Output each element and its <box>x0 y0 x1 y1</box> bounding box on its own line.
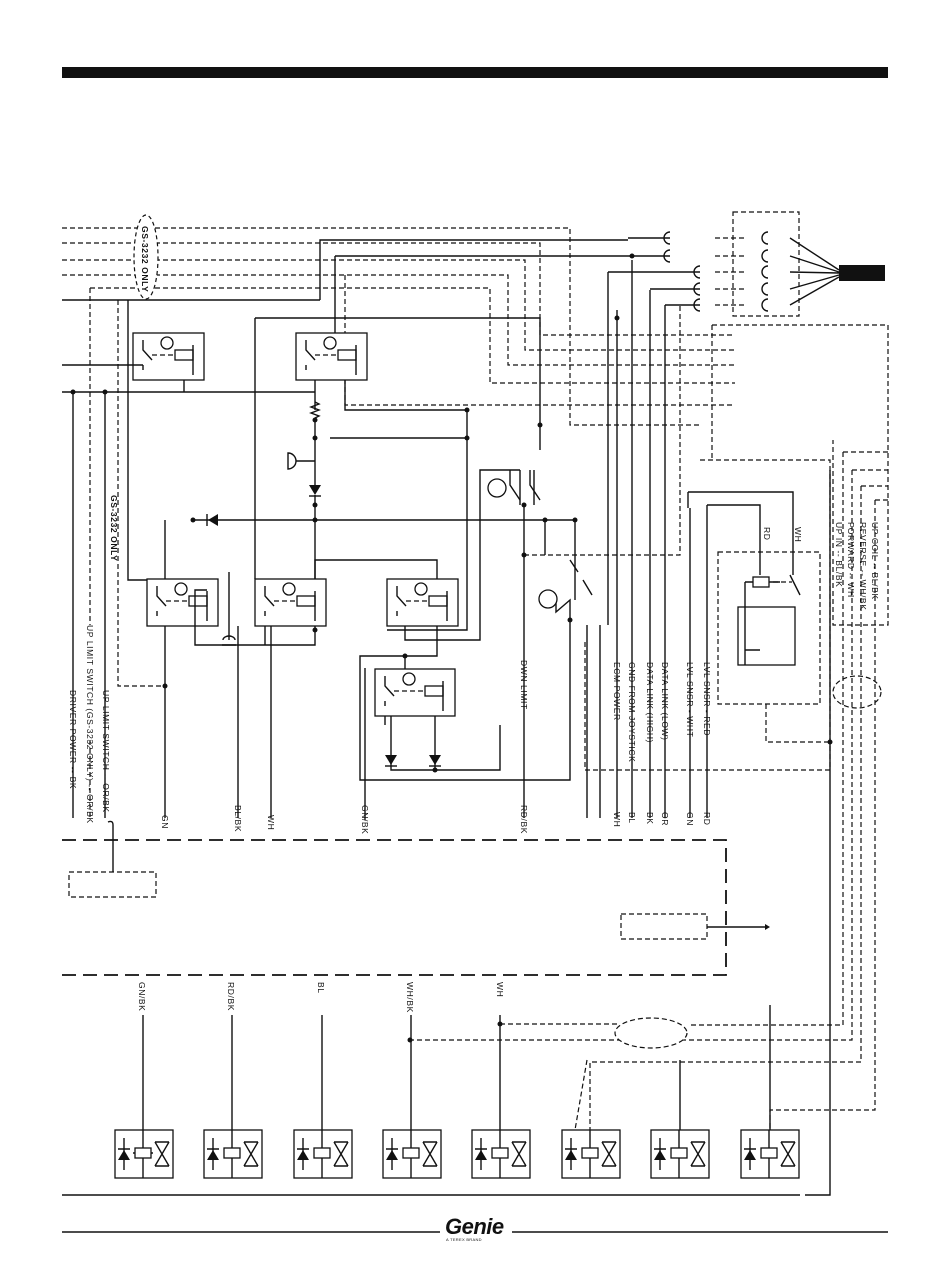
relay-6 <box>374 668 456 717</box>
svg-text:FORWARD -- WH: FORWARD -- WH <box>846 522 856 598</box>
brand-logo: Genie <box>445 1214 504 1239</box>
svg-text:UP IN -- BL/BK: UP IN -- BL/BK <box>834 522 844 587</box>
svg-text:OR: OR <box>660 812 670 826</box>
svg-text:ECM POWER: ECM POWER <box>612 662 622 721</box>
junction-dots <box>70 253 833 1043</box>
svg-text:GN/BK: GN/BK <box>360 805 370 834</box>
valve-3 <box>293 1129 353 1179</box>
svg-text:BL: BL <box>316 982 326 994</box>
top-harness-lines <box>62 227 889 626</box>
harness-oval-right <box>832 675 882 709</box>
svg-text:DATA LINK (LOW): DATA LINK (LOW) <box>660 662 670 741</box>
bottom-labels: GN/BK RD/BK BL WH/BK WH <box>137 982 505 1013</box>
svg-text:WH: WH <box>495 982 505 997</box>
left-labels: UP LIMIT SWITCH -- OR/BK UP LIMIT SWITCH… <box>68 495 119 824</box>
svg-text:DWN LIMIT: DWN LIMIT <box>519 660 529 710</box>
svg-text:RD: RD <box>702 812 712 825</box>
svg-text:RD/BK: RD/BK <box>226 982 236 1011</box>
svg-text:WH: WH <box>793 527 803 542</box>
valve-5 <box>471 1129 531 1179</box>
svg-text:BK: BK <box>645 812 655 825</box>
header-bar <box>62 67 888 78</box>
harness-oval-bottom <box>614 1017 688 1049</box>
harness-connector <box>628 211 885 317</box>
relay-2 <box>295 332 368 381</box>
diode-top <box>309 485 321 497</box>
valve-4 <box>382 1129 442 1179</box>
diode-pair <box>385 755 441 767</box>
valve-row <box>114 1129 800 1179</box>
relay-1 <box>132 332 205 381</box>
svg-text:UP COIL -- BL/BK: UP COIL -- BL/BK <box>870 522 880 600</box>
svg-text:WH/BK: WH/BK <box>405 982 415 1013</box>
switch-contacts <box>509 470 593 596</box>
svg-text:GS-3232 ONLY: GS-3232 ONLY <box>109 495 119 561</box>
svg-text:LVL SNSR - WHT: LVL SNSR - WHT <box>685 662 695 737</box>
svg-text:WH: WH <box>266 815 276 830</box>
valve-6 <box>561 1129 621 1179</box>
svg-text:DRIVER POWER -- BK: DRIVER POWER -- BK <box>68 690 78 789</box>
diode-horizontal <box>206 514 218 526</box>
svg-text:GN: GN <box>685 812 695 826</box>
valve-2 <box>203 1129 263 1179</box>
relay-5 <box>386 578 459 627</box>
svg-text:UP LIMIT SWITCH (GS-3232 ONLY): UP LIMIT SWITCH (GS-3232 ONLY) -- OR/BK <box>85 625 95 824</box>
svg-text:REVERSE -- WH/BK: REVERSE -- WH/BK <box>858 522 868 610</box>
level-sensor: RD WH <box>717 527 821 705</box>
svg-text:GND FROM JOYSTICK: GND FROM JOYSTICK <box>627 662 637 762</box>
svg-text:GN: GN <box>160 815 170 829</box>
gs3232-note-top: GS-3232 ONLY <box>133 214 159 300</box>
svg-text:RD/BK: RD/BK <box>519 805 529 834</box>
switch-circle-1 <box>487 478 507 498</box>
valve-7 <box>650 1129 710 1179</box>
svg-text:LVL SNSR - RED: LVL SNSR - RED <box>702 662 712 736</box>
svg-text:DATA LINK (HIGH): DATA LINK (HIGH) <box>645 662 655 743</box>
right-labels: UP COIL -- BL/BK REVERSE -- WH/BK FORWAR… <box>834 522 880 610</box>
svg-text:GS-3232 ONLY: GS-3232 ONLY <box>140 226 150 292</box>
relay-wiring <box>62 260 794 820</box>
svg-text:RD: RD <box>762 527 772 540</box>
brand-tagline: A TEREX BRAND <box>446 1237 482 1242</box>
switch-circle-2 <box>538 589 558 609</box>
valve-1 <box>114 1129 174 1179</box>
svg-text:WH: WH <box>612 812 622 827</box>
valve-8 <box>740 1129 800 1179</box>
bus-top-labels: GN BL/BK WH GN/BK RD/BK DWN LIMIT ECM PO… <box>160 660 712 834</box>
relay-4 <box>254 578 327 627</box>
svg-text:GN/BK: GN/BK <box>137 982 147 1011</box>
relay-3 <box>146 578 219 627</box>
controller-bus <box>62 820 770 976</box>
svg-text:BL: BL <box>627 812 637 824</box>
alarm-symbol <box>287 452 315 470</box>
capacitor <box>222 635 236 646</box>
svg-text:UP LIMIT SWITCH -- OR/BK: UP LIMIT SWITCH -- OR/BK <box>101 690 111 813</box>
svg-text:BL/BK: BL/BK <box>233 805 243 832</box>
resistor <box>309 401 321 419</box>
